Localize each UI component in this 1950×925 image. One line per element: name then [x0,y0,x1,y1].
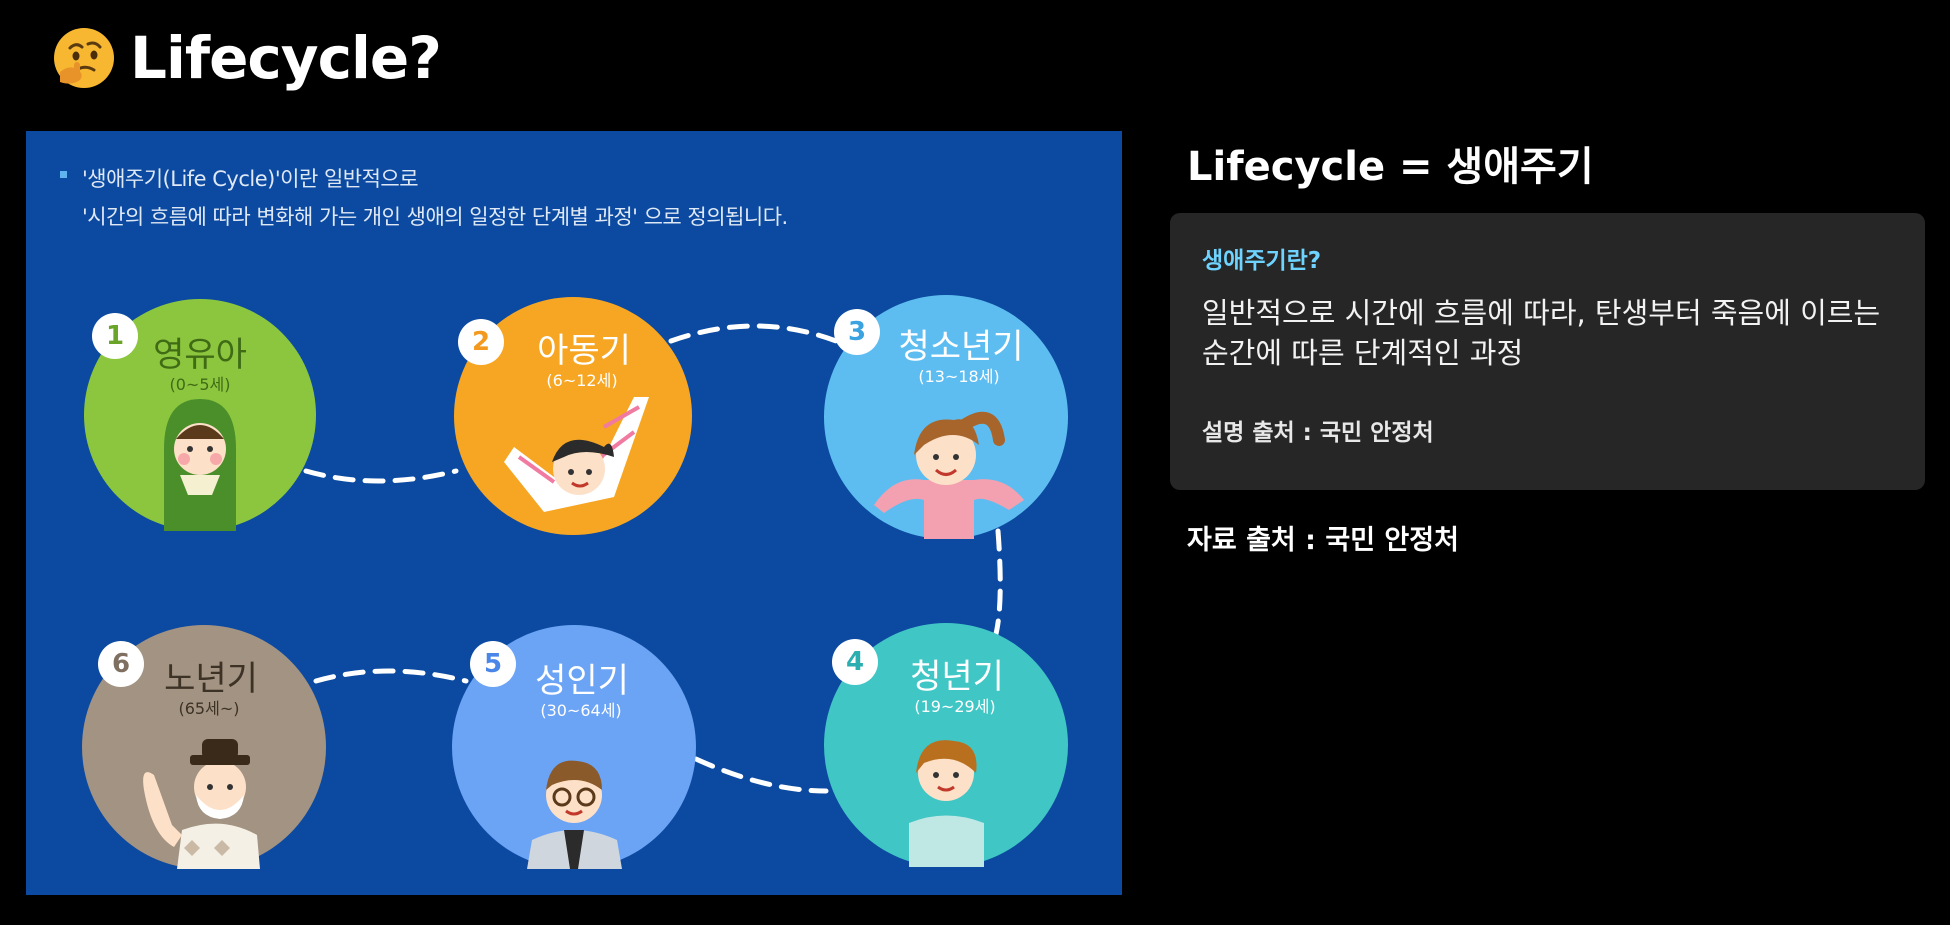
stage-age: (19~29세) [824,693,1068,717]
page-title: Lifecycle? [52,18,441,98]
stage-name: 청년기 [824,649,1068,698]
stage-name: 성인기 [452,653,696,702]
stage-age: (13~18세) [824,363,1068,387]
card-body-text: 일반적으로 시간에 흐름에 따라, 탄생부터 죽음에 이르는 순간에 따른 단계… [1202,293,1892,373]
lifecycle-infographic: '생애주기(Life Cycle)'이란 일반적으로 '시간의 흐름에 따라 변… [26,131,1122,895]
stage-age: (30~64세) [452,697,696,721]
stage-circle-5: 5 성인기 (30~64세) [452,625,696,869]
stage-name: 노년기 [82,651,326,700]
data-source-text: 자료 출처 : 국민 안정처 [1187,518,1459,557]
card-heading: 생애주기란? [1202,241,1321,275]
stage-circle-2: 2 아동기 (6~12세) [454,297,692,535]
stage-circle-3: 3 청소년기 (13~18세) [824,295,1068,539]
definition-card: 생애주기란? 일반적으로 시간에 흐름에 따라, 탄생부터 죽음에 이르는 순간… [1170,213,1925,490]
stage-age: (6~12세) [454,367,692,391]
page-title-text: Lifecycle? [130,24,441,92]
stage-circle-1: 1 영유아 (0~5세) [84,299,316,531]
card-source-text: 설명 출처 : 국민 안정처 [1202,413,1434,447]
stage-name: 영유아 [84,327,316,376]
stage-name: 아동기 [454,323,692,372]
stage-age: (65세~) [82,695,326,719]
stage-name: 청소년기 [824,319,1068,368]
stage-circle-6: 6 노년기 (65세~) [82,625,326,869]
stage-age: (0~5세) [84,371,316,395]
lifecycle-definition-title: Lifecycle = 생애주기 [1187,134,1594,192]
stage-circle-4: 4 청년기 (19~29세) [824,623,1068,867]
thinking-face-icon [52,26,116,90]
